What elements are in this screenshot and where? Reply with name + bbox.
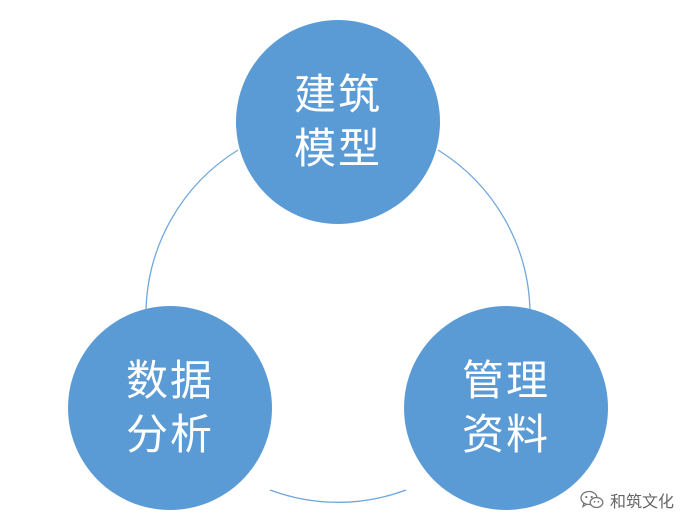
watermark-text: 和筑文化: [609, 492, 674, 511]
node-label-line: 资料: [461, 410, 550, 459]
node-label-line: 分析: [125, 410, 214, 459]
connector-arc-bottom: [269, 489, 407, 503]
node-architecture-model: 建筑 模型: [236, 20, 440, 224]
node-label: 建筑 模型: [294, 68, 382, 176]
connector-arc-left: [145, 149, 239, 313]
node-label-line: 数据: [125, 356, 214, 405]
watermark: 和筑文化: [580, 488, 674, 512]
node-label-line: 建筑: [293, 70, 382, 119]
node-management-materials: 管理 资料: [404, 306, 608, 510]
wechat-icon: [580, 490, 604, 510]
connector-arc-right: [437, 149, 531, 313]
node-label-line: 管理: [461, 356, 550, 405]
node-data-analysis: 数据 分析: [68, 306, 272, 510]
node-label: 数据 分析: [126, 354, 214, 462]
node-label-line: 模型: [293, 124, 382, 173]
node-label: 管理 资料: [462, 354, 550, 462]
